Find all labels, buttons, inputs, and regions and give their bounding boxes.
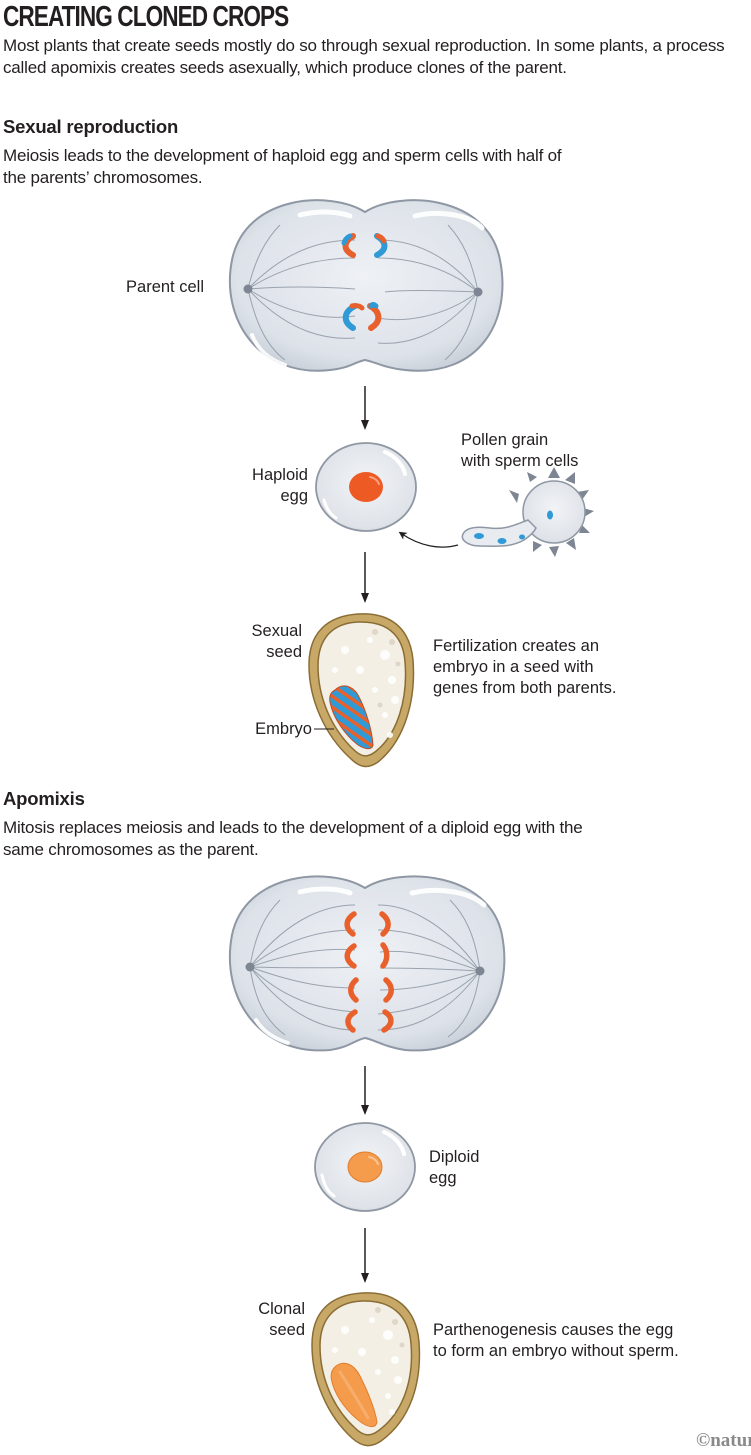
clonal-seed-label-line2: seed (269, 1321, 305, 1339)
diploid-egg-label-line1: Diploid (429, 1148, 480, 1166)
parent-cell-mitosis (228, 875, 506, 1052)
figure-title: CREATING CLONED CROPS (3, 1, 289, 33)
centrosome-right (475, 966, 485, 976)
sister-chromatids (344, 911, 394, 1033)
egg-nucleus-haploid (349, 472, 383, 502)
sexual-seed-caption: Fertilization creates an embryo in a see… (433, 637, 617, 697)
apomixis-heading: Apomixis (3, 788, 85, 809)
centrosome-left (243, 284, 253, 294)
arrow-fertilization (398, 531, 459, 548)
parent-cell-meiosis (228, 199, 504, 372)
pollen-label-line1: Pollen grain (461, 431, 549, 449)
parent-cell-label: Parent cell (126, 278, 204, 296)
chromosome-pair-bottom (342, 302, 382, 331)
apomixis-description: Mitosis replaces meiosis and leads to th… (3, 818, 583, 859)
haploid-egg (315, 442, 417, 532)
chromosome-pair-top (341, 233, 388, 258)
pollen-grain (461, 467, 594, 557)
intro-text: Most plants that create seeds mostly do … (3, 36, 725, 77)
sexual-reproduction-heading: Sexual reproduction (3, 116, 179, 137)
centrosome-right (473, 287, 483, 297)
clonal-seed-label-line1: Clonal (258, 1300, 305, 1318)
copyright-credit: ©natur (696, 1430, 751, 1451)
embryo-hybrid (329, 685, 374, 750)
pollen-label-line2: with sperm cells (461, 452, 579, 470)
egg-nucleus-diploid (347, 1151, 383, 1183)
sexual-reproduction-description: Meiosis leads to the development of hapl… (3, 146, 562, 187)
haploid-egg-label-line1: Haploid (252, 466, 308, 484)
sexual-seed (308, 613, 415, 768)
diploid-egg-label-line2: egg (429, 1169, 457, 1187)
haploid-egg-label-line2: egg (280, 487, 308, 505)
clonal-seed (311, 1292, 421, 1447)
clonal-seed-caption: Parthenogenesis causes the egg to form a… (433, 1321, 679, 1360)
centrosome-left (245, 962, 255, 972)
diploid-egg (314, 1122, 416, 1212)
sexual-seed-label-line2: seed (266, 643, 302, 661)
sexual-seed-label-line1: Sexual (251, 622, 302, 640)
embryo-label: Embryo (255, 720, 312, 738)
